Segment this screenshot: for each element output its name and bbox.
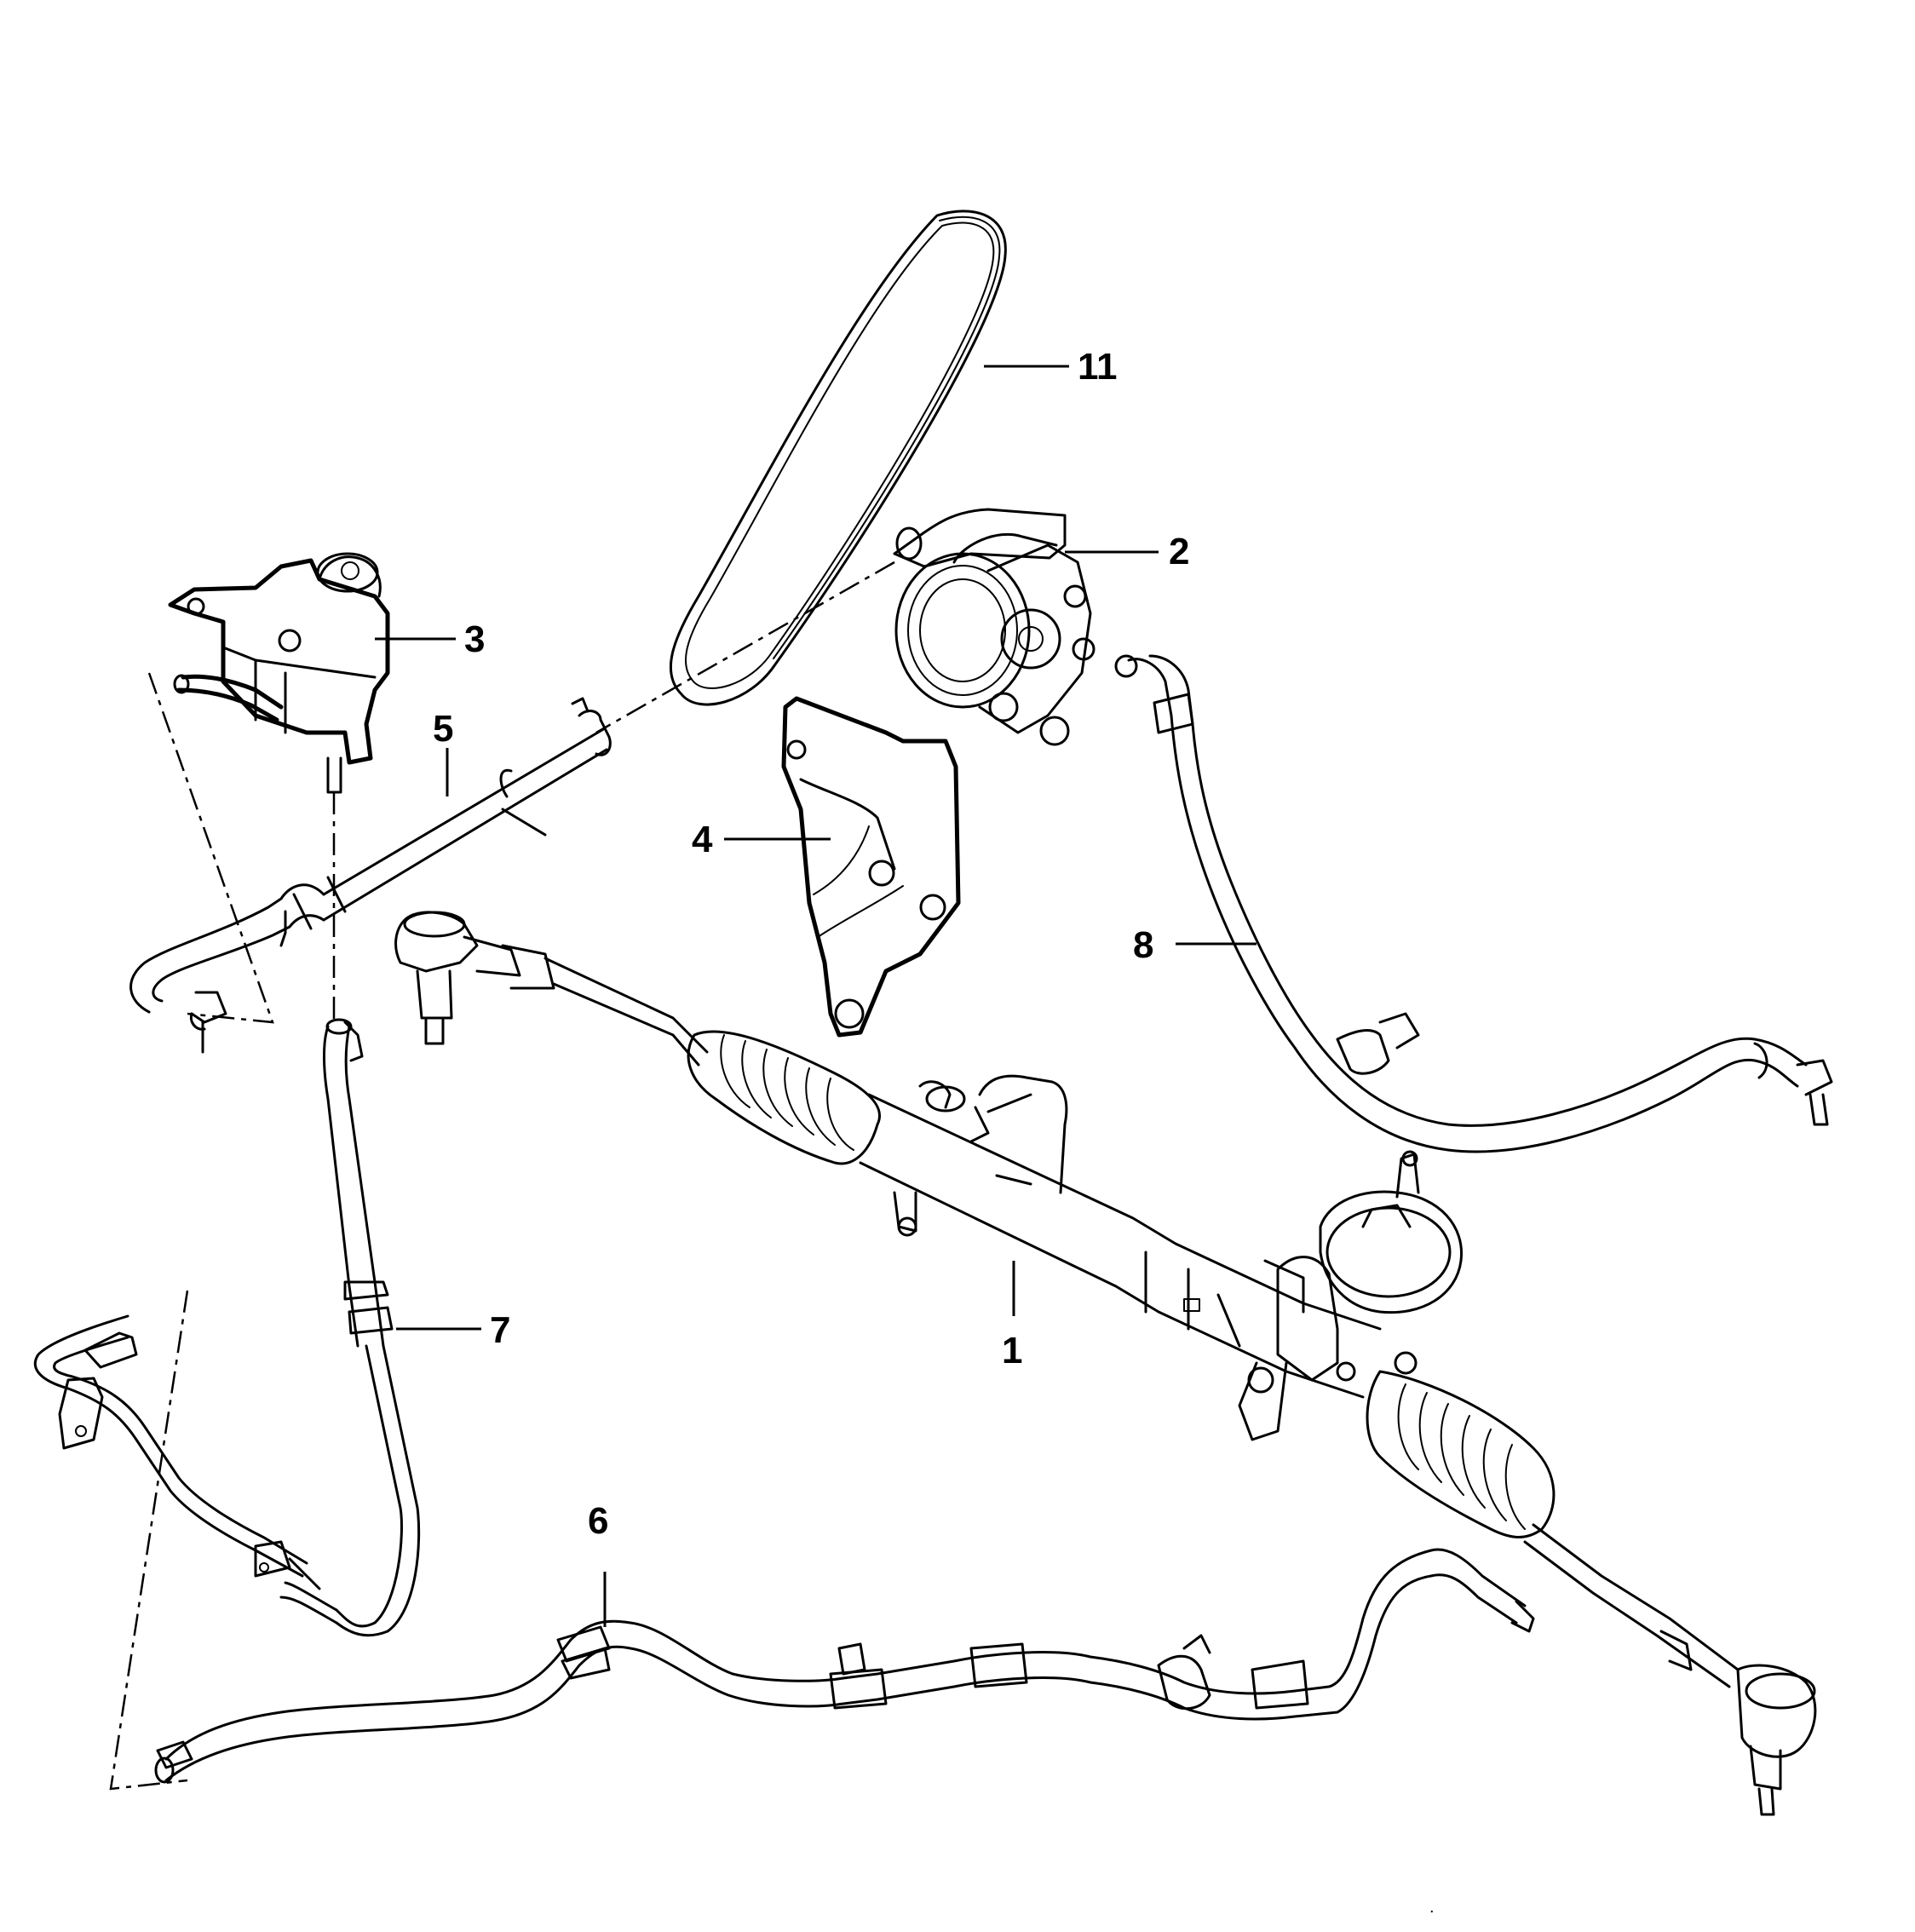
fluid-reservoir [168,552,390,794]
pressure-hose [279,1018,421,1637]
drive-belt [669,210,1007,706]
callout-4: 4 [692,819,713,860]
footer-mark: . [1429,1898,1435,1917]
callout-1: 1 [1002,1330,1022,1371]
pump-mounting-bracket [781,696,961,1038]
callout-11: 11 [1078,346,1118,388]
callout-labels: 11 2 3 5 4 8 7 1 6 . [433,346,1435,1917]
callout-6: 6 [588,1500,608,1542]
assembly-lines [109,561,895,1791]
lower-pressure-pipe [154,1548,1535,1784]
left-pipe [33,1314,321,1590]
power-steering-pump [893,508,1096,746]
pump-pressure-hose [1114,654,1833,1153]
callout-7: 7 [490,1309,510,1351]
callout-8: 8 [1133,924,1153,966]
steering-rack [394,911,1817,1816]
callout-2: 2 [1169,531,1189,572]
callout-5: 5 [433,708,453,750]
callout-3: 3 [464,618,485,660]
callout-leaders [375,365,1257,1627]
